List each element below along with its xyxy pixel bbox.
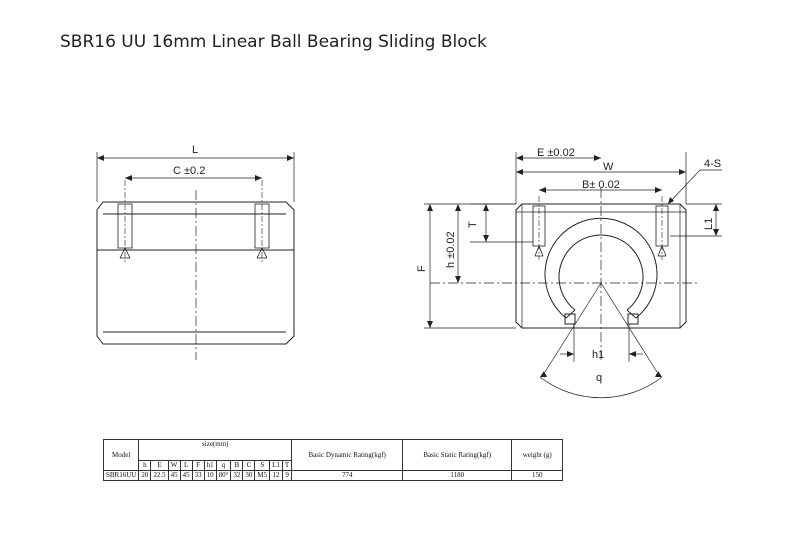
side-view: [96, 152, 295, 360]
column-q: q: [215, 460, 232, 471]
column-E: E: [150, 460, 169, 471]
label-F: F: [416, 265, 428, 272]
header-model: Model: [102, 439, 140, 471]
cell-B: 32: [230, 470, 244, 481]
cell-C: 30: [242, 470, 256, 481]
column-S: S: [254, 460, 271, 471]
cell-W: 45: [167, 470, 181, 481]
cell-dynamic-rating: 774: [291, 470, 404, 481]
label-T: T: [467, 221, 479, 228]
seal-slot-left: [564, 313, 576, 325]
column-B: B: [230, 460, 244, 471]
header-weight: weight (g): [511, 439, 564, 471]
cell-h1: 10: [203, 470, 217, 481]
cell-T: 9: [281, 470, 293, 481]
page-title: SBR16 UU 16mm Linear Ball Bearing Slidin…: [60, 32, 487, 52]
bearing-outer-arc: [544, 217, 658, 319]
cell-static-rating: 1180: [402, 470, 513, 481]
spec-table-header-row: Model size(mm) Basic Dynamic Rating(kgf)…: [102, 439, 564, 471]
table-row: SBR16UU 20 22.5 45 45 33 10 80° 32 30 M5…: [102, 470, 564, 481]
cell-L: 45: [179, 470, 193, 481]
cell-E: 22.5: [150, 470, 169, 481]
angle-arc-q: [539, 376, 663, 399]
leader-line-S: [667, 169, 701, 205]
label-q: q: [596, 372, 602, 384]
cell-weight: 150: [511, 470, 564, 481]
side-view-body: [96, 201, 295, 345]
label-W: W: [603, 161, 614, 173]
bearing-inner-arc: [558, 234, 644, 311]
label-B: B± 0.02: [582, 179, 620, 191]
label-h: h ±0.02: [445, 231, 457, 268]
header-dynamic-rating: Basic Dynamic Rating(kgf): [291, 439, 404, 471]
column-L1: L1: [269, 460, 283, 471]
cell-model: SBR16UU: [102, 470, 140, 481]
column-h1: h1: [203, 460, 217, 471]
label-S: 4-S: [704, 158, 721, 170]
cell-S: M5: [254, 470, 271, 481]
spec-table: Model size(mm) Basic Dynamic Rating(kgf)…: [102, 439, 564, 481]
cell-F: 33: [191, 470, 205, 481]
label-E: E ±0.02: [537, 147, 575, 159]
column-F: F: [191, 460, 205, 471]
cell-h: 20: [138, 470, 152, 481]
column-T: T: [281, 460, 293, 471]
cell-q: 80°: [215, 470, 232, 481]
label-L1: L1: [703, 218, 715, 230]
header-size: size(mm): [138, 439, 293, 461]
cell-L1: 12: [269, 470, 283, 481]
label-L: L: [192, 144, 198, 156]
seal-slot-right: [627, 313, 639, 325]
label-h1: h1: [592, 349, 604, 361]
column-W: W: [167, 460, 181, 471]
column-h: h: [138, 460, 152, 471]
front-view: [424, 152, 722, 399]
technical-drawing: L C ±0.2: [96, 144, 722, 399]
column-L: L: [179, 460, 193, 471]
column-C: C: [242, 460, 256, 471]
header-static-rating: Basic Static Rating(kgf): [402, 439, 513, 471]
label-C: C ±0.2: [173, 165, 205, 177]
